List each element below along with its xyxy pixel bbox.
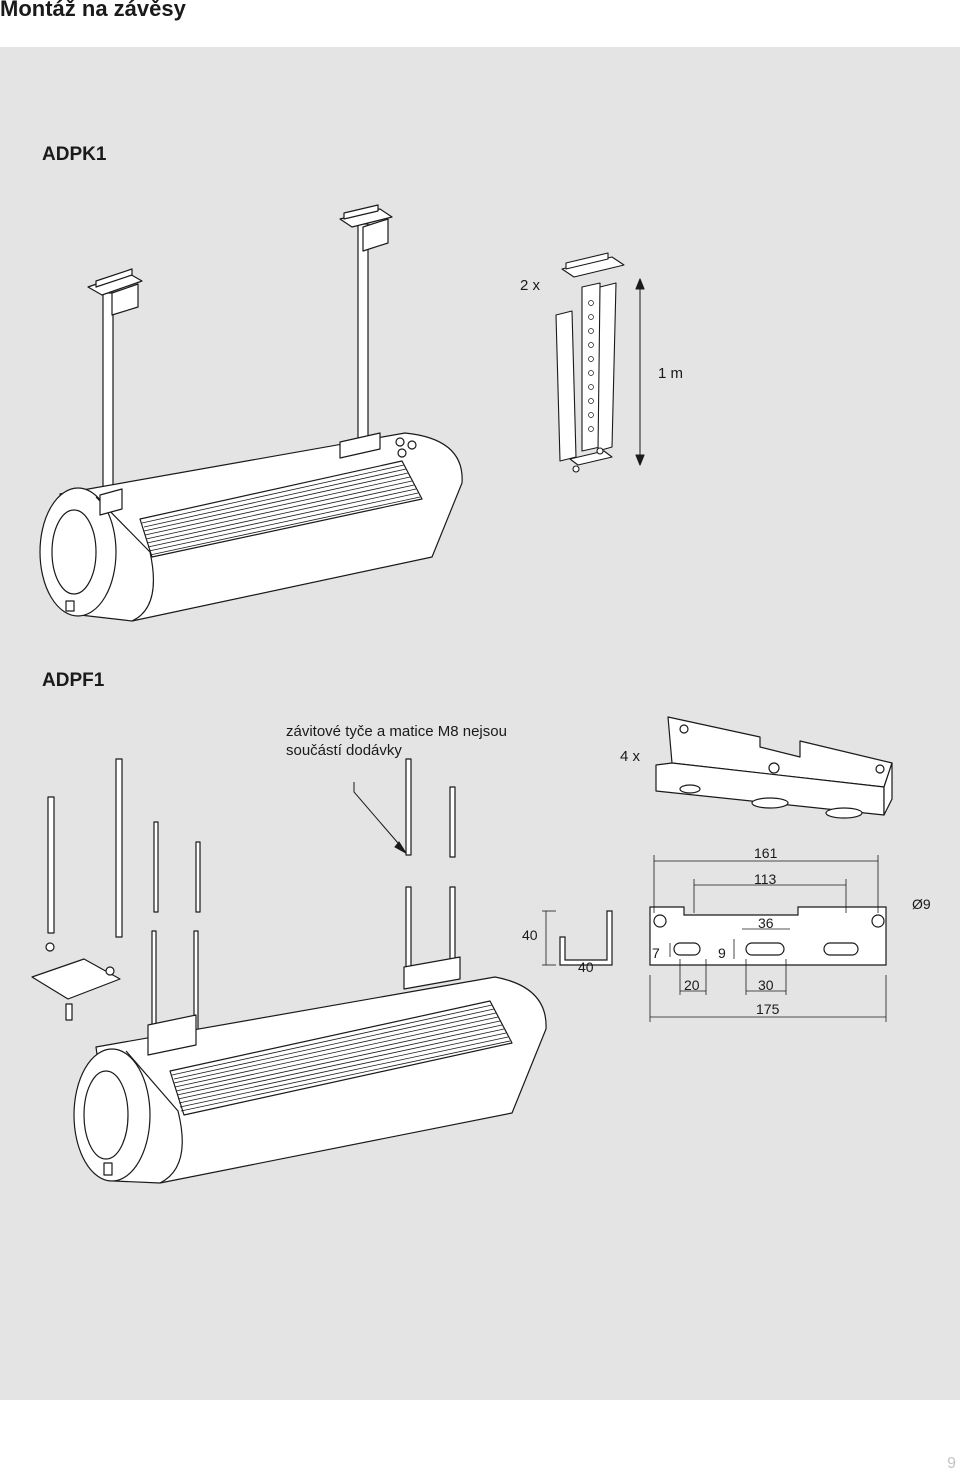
illustration-panel: ADPK1 2 x 1 m ADPF1 závitové tyče a mati… bbox=[0, 47, 960, 1400]
adpf1-quantity-label: 4 x bbox=[620, 748, 641, 765]
bracket-dimension-labels: 40 40 161 113 36 Ø9 7 9 20 30 175 bbox=[522, 845, 931, 1017]
l-profile-drawing bbox=[542, 910, 613, 966]
profile-height-dimension: 40 bbox=[522, 927, 538, 943]
dimension-175: 175 bbox=[756, 1001, 780, 1017]
adpk1-rail-kit-drawing bbox=[555, 252, 645, 473]
technical-drawings: 40 40 161 113 36 Ø9 7 9 20 30 175 bbox=[31, 204, 931, 1184]
adpf1-heater-drawing bbox=[31, 758, 547, 1184]
page-title: Montáž na závěsy bbox=[0, 0, 186, 21]
dimension-7: 7 bbox=[652, 945, 660, 961]
hole-diameter-dimension: Ø9 bbox=[912, 896, 931, 912]
dimension-30: 30 bbox=[758, 977, 774, 993]
adpk1-heading: ADPK1 bbox=[42, 144, 107, 165]
adpk1-length-label: 1 m bbox=[658, 365, 684, 382]
page-number: 9 bbox=[947, 1455, 956, 1472]
bracket-dimension-drawing bbox=[649, 855, 887, 1022]
adpf1-note-line2: součástí dodávky bbox=[286, 742, 402, 759]
adpk1-heater-drawing bbox=[39, 204, 463, 622]
adpf1-note: závitové tyče a matice M8 nejsou součást… bbox=[286, 722, 507, 760]
adpf1-note-line1: závitové tyče a matice M8 nejsou bbox=[286, 723, 507, 740]
adpf1-heading: ADPF1 bbox=[42, 670, 105, 691]
adpk1-quantity-label: 2 x bbox=[520, 277, 541, 294]
note-leader-line bbox=[353, 782, 407, 854]
profile-width-dimension: 40 bbox=[578, 959, 594, 975]
dimension-9: 9 bbox=[718, 945, 726, 961]
dimension-161: 161 bbox=[754, 845, 778, 861]
dimension-113: 113 bbox=[754, 871, 777, 887]
mounting-bracket-drawing bbox=[655, 716, 893, 819]
dimension-36: 36 bbox=[758, 915, 774, 931]
dimension-20: 20 bbox=[684, 977, 700, 993]
